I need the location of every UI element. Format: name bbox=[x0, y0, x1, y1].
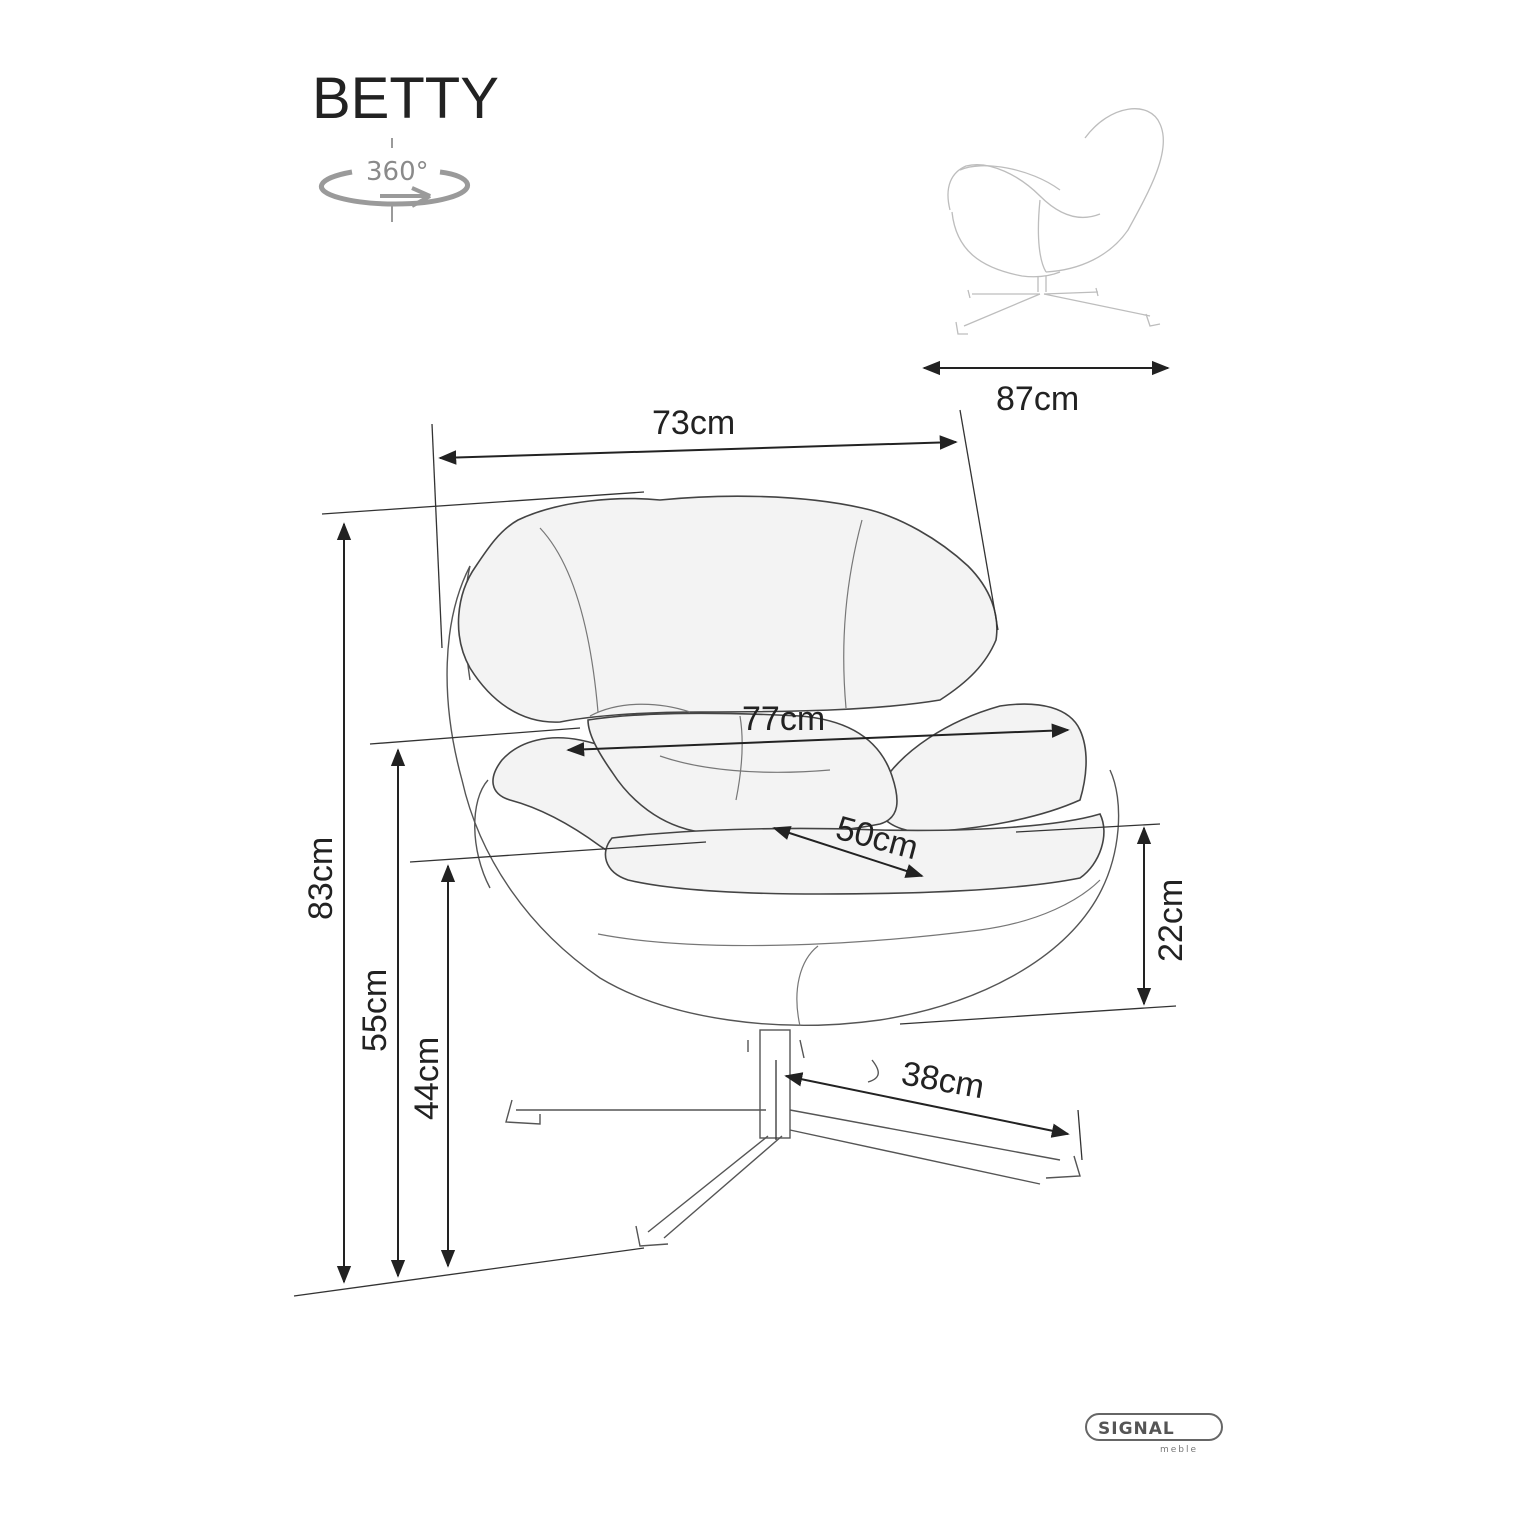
seat-height-label: 44cm bbox=[408, 1037, 446, 1120]
side-depth-label: 87cm bbox=[996, 380, 1079, 418]
rotation-360-icon: 360° bbox=[318, 138, 471, 222]
brand-name: SIGNAL bbox=[1098, 1419, 1175, 1439]
base-radius-label: 38cm bbox=[899, 1054, 987, 1106]
extension-lines bbox=[293, 409, 1177, 1297]
armrest-rise-label: 22cm bbox=[1152, 879, 1190, 962]
brand-sub: meble bbox=[1160, 1445, 1198, 1455]
base-radius-arrow bbox=[784, 1072, 1070, 1138]
product-title: BETTY bbox=[312, 66, 499, 131]
rotation-label: 360° bbox=[366, 157, 429, 187]
signal-logo: SIGNAL meble bbox=[1085, 1413, 1223, 1455]
total-height-label: 83cm bbox=[302, 837, 340, 920]
seat-width-arrow bbox=[566, 723, 1070, 757]
armrest-height-label: 55cm bbox=[356, 969, 394, 1052]
chair-side-view bbox=[947, 108, 1165, 335]
top-width-label: 73cm bbox=[652, 404, 735, 442]
seat-width-label: 77cm bbox=[742, 700, 825, 738]
chair-front-view bbox=[446, 495, 1120, 1247]
seat-depth-arrow bbox=[772, 826, 924, 878]
top-width-arrow bbox=[438, 435, 958, 465]
